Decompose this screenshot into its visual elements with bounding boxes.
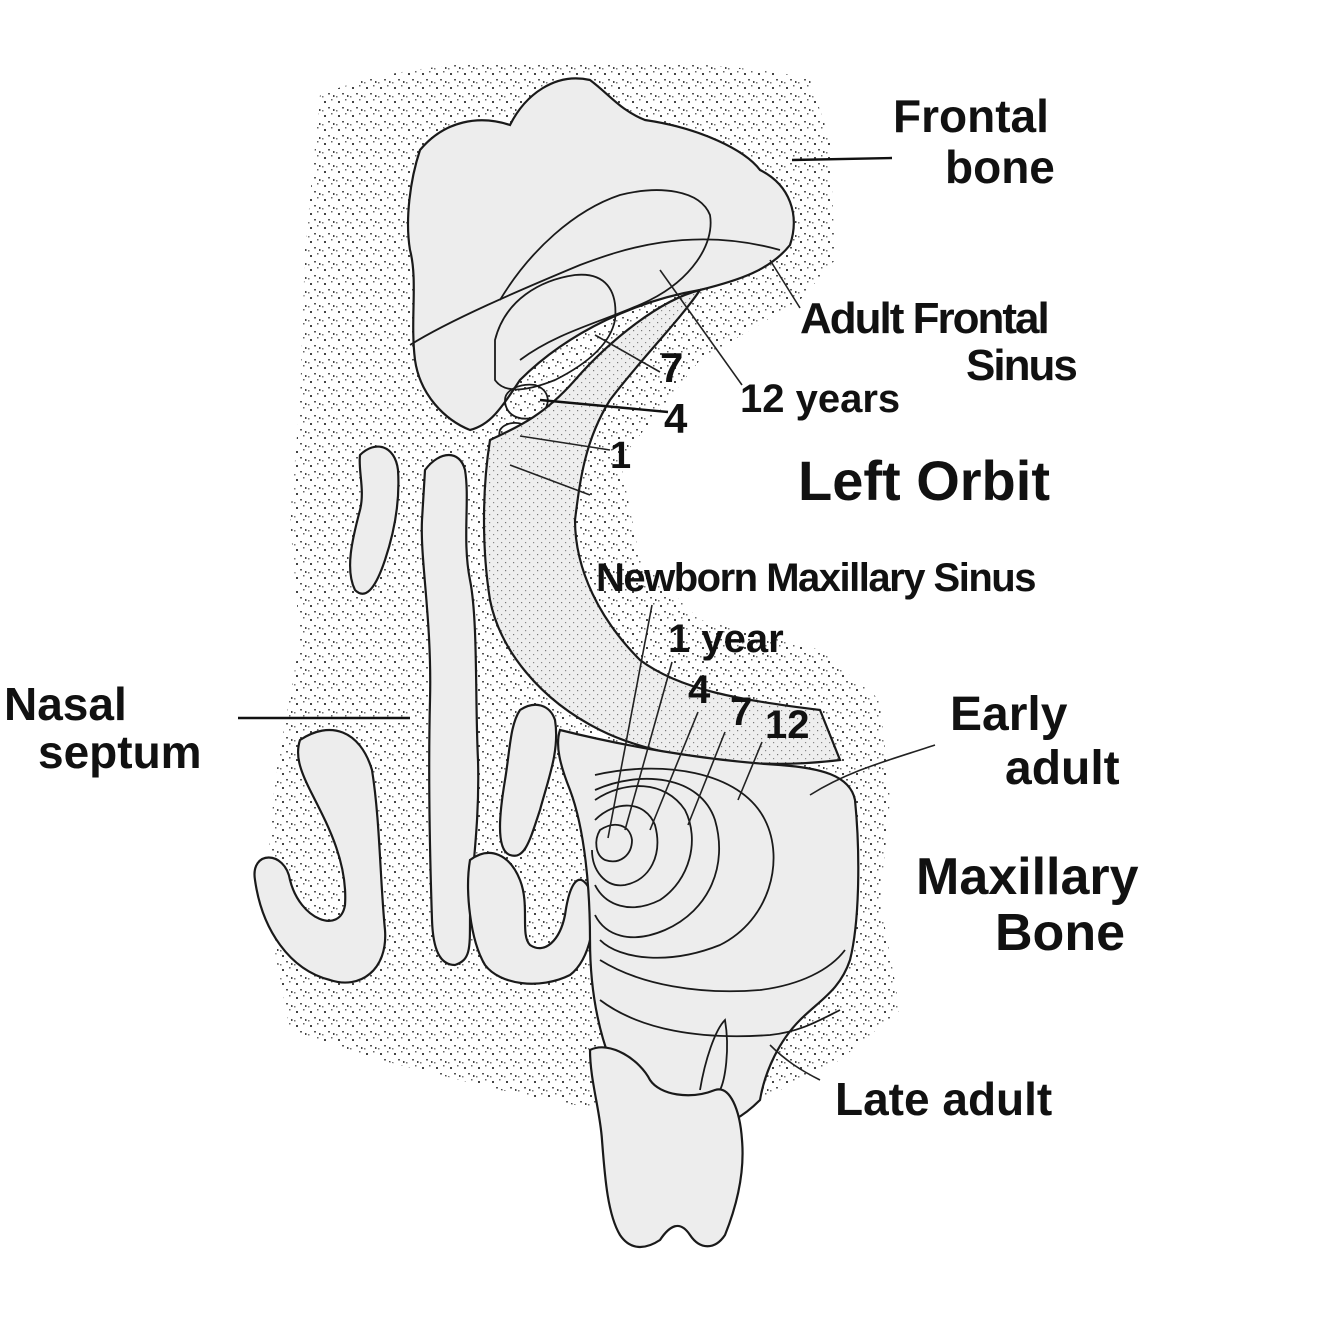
frontal-bone-label-line1: Frontal xyxy=(893,90,1049,142)
early-adult-label-line1: Early xyxy=(950,688,1068,741)
newborn-maxillary-sinus-label: Newborn Maxillary Sinus xyxy=(596,556,1035,600)
maxillary-age-7-label: 7 xyxy=(730,690,752,734)
frontal-age-1-label: 1 xyxy=(610,435,631,477)
nasal-septum-label-line2: septum xyxy=(38,726,202,778)
maxillary-age-4-label: 4 xyxy=(688,668,711,712)
maxillary-age-12-label: 12 xyxy=(765,703,810,747)
late-adult-label: Late adult xyxy=(835,1073,1052,1125)
early-adult-label-line2: adult xyxy=(1005,742,1120,795)
maxillary-bone-label-line1: Maxillary xyxy=(916,848,1139,906)
adult-frontal-sinus-label-line1: Adult Frontal xyxy=(800,294,1048,343)
left-orbit-label: Left Orbit xyxy=(798,449,1050,512)
frontal-bone-label-line2: bone xyxy=(945,141,1055,193)
maxillary-age-1-year-label: 1 year xyxy=(668,617,784,661)
adult-frontal-sinus-label-line2: Sinus xyxy=(966,341,1076,390)
frontal-age-4-label: 4 xyxy=(664,395,688,442)
frontal-age-7-label: 7 xyxy=(660,344,683,391)
maxillary-bone-label-line2: Bone xyxy=(995,904,1125,962)
frontal-age-12-years-label: 12 years xyxy=(740,377,900,421)
nasal-septum-label-line1: Nasal xyxy=(4,678,127,730)
